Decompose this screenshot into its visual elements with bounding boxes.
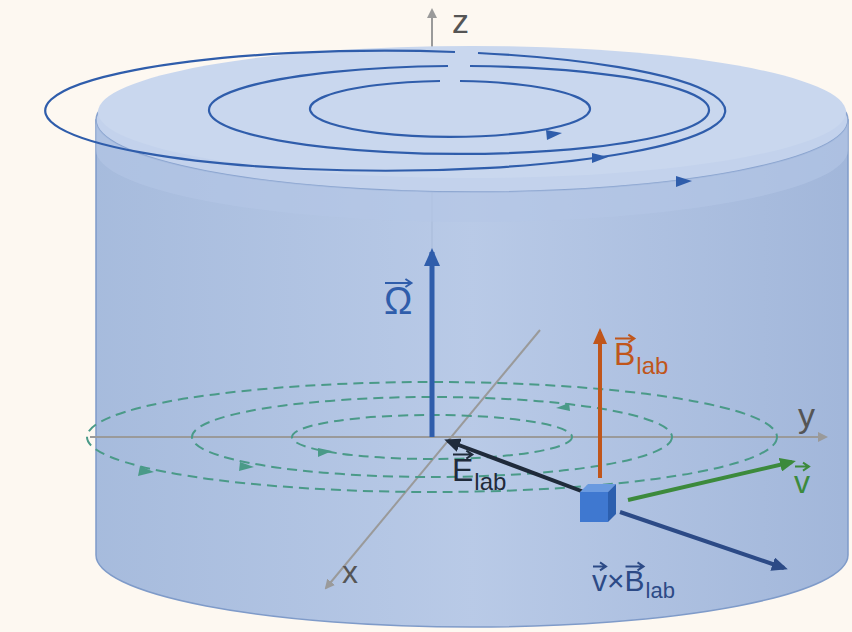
symbol-label: B <box>614 338 635 370</box>
subscript-label: lab <box>636 354 668 378</box>
symbol-label: Ω <box>384 282 412 320</box>
symbol-label: y <box>798 398 815 432</box>
symbol-label: v <box>794 466 810 498</box>
subscript-label: lab <box>474 470 506 494</box>
subscript-label: lab <box>646 580 675 602</box>
symbol-label: x <box>342 556 358 588</box>
fluid-element <box>580 484 616 522</box>
symbol-label: z <box>452 4 469 38</box>
symbol-label: v×B <box>592 566 645 596</box>
symbol-label: E <box>452 454 473 486</box>
